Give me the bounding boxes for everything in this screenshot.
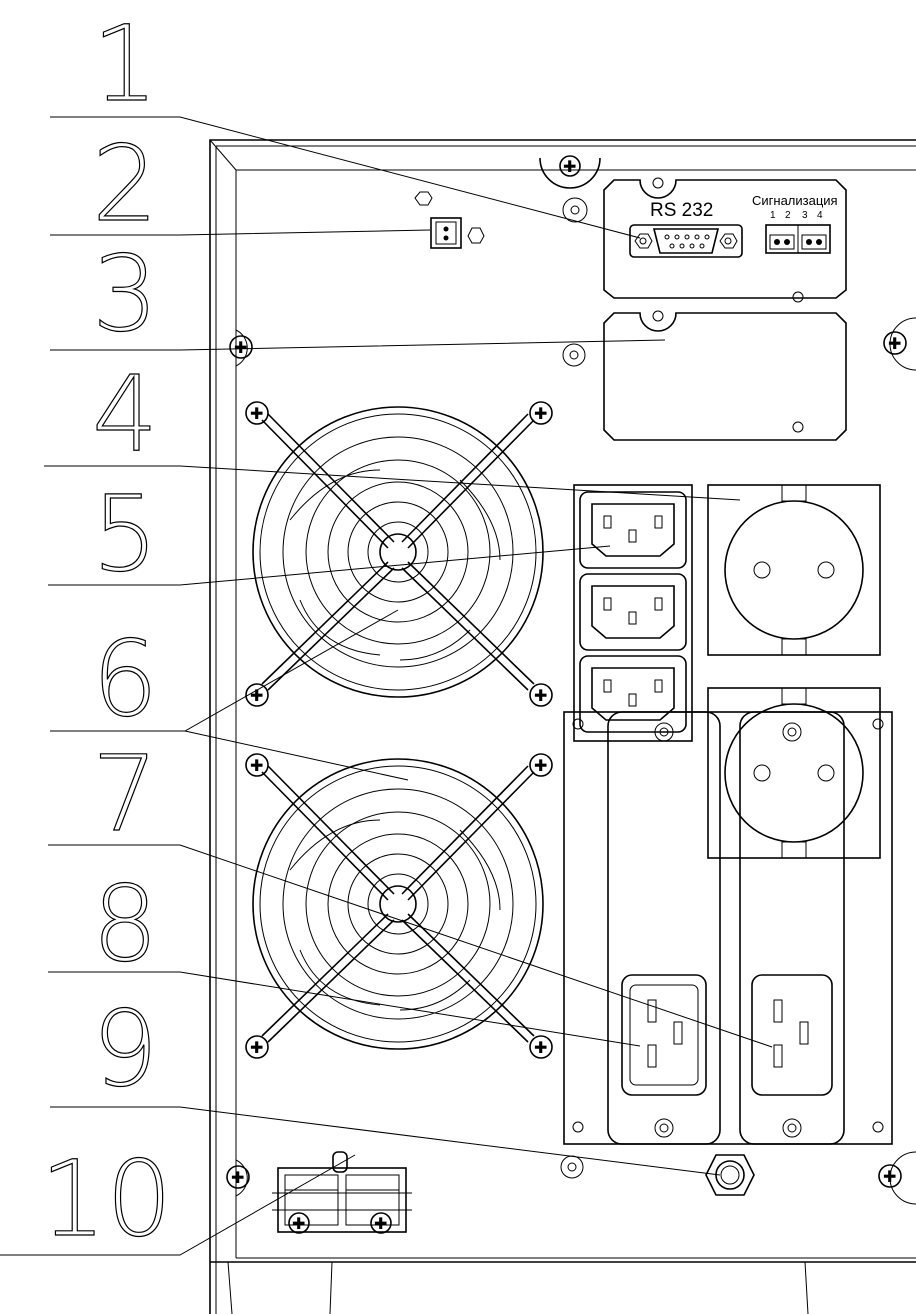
svg-text:✚: ✚ [250, 406, 263, 423]
svg-text:✚: ✚ [374, 1216, 387, 1233]
rs232-port[interactable] [629, 224, 743, 258]
callout-numbers: 1 2 3 4 5 6 7 8 9 10 [39, 2, 173, 1260]
svg-text:✚: ✚ [534, 688, 547, 705]
cooling-fan-top: ✚ ✚ ✚ ✚ [245, 401, 553, 707]
signal-pin-2: 2 [785, 210, 791, 221]
signal-pin-1: 1 [770, 210, 776, 221]
panel-screws: ✚ ✚ ✚ ✚ ✚ [226, 155, 916, 1205]
battery-terminal-connector [414, 191, 485, 249]
leader-2 [50, 229, 431, 236]
cooling-fan-bottom: ✚ ✚ ✚ ✚ [245, 753, 553, 1059]
callout-7: 7 [92, 733, 158, 855]
signal-label: Сигнализация [752, 193, 838, 208]
top-screw-icon: ✚ [563, 159, 576, 176]
svg-text:✚: ✚ [888, 336, 901, 353]
callout-1: 1 [92, 3, 158, 125]
leader-8 [48, 971, 641, 1047]
callout-3: 3 [92, 233, 158, 355]
iec-c19-c20-module [563, 711, 893, 1145]
svg-text:✚: ✚ [250, 1040, 263, 1057]
input-cable-gland[interactable] [705, 1154, 755, 1196]
callout-4: 4 [92, 353, 158, 475]
ups-chassis [209, 139, 916, 1314]
callout-6: 6 [92, 618, 158, 740]
communication-module: RS 232 Сигнализация 1 2 3 4 [603, 177, 847, 303]
callout-5: 5 [92, 473, 158, 595]
leader-lines [0, 116, 773, 1256]
signal-pin-3: 3 [802, 210, 808, 221]
svg-text:✚: ✚ [534, 758, 547, 775]
iec-c20-inlet[interactable] [607, 711, 721, 1145]
callout-2: 2 [92, 123, 158, 245]
iec-c19-outlet[interactable] [739, 711, 845, 1145]
leader-9 [50, 1106, 721, 1176]
leader-4 [44, 465, 741, 501]
leader-1 [50, 116, 641, 239]
svg-text:✚: ✚ [231, 1170, 244, 1187]
leader-5 [48, 545, 611, 586]
leader-10 [0, 1154, 356, 1256]
iec-c13-outlet[interactable] [579, 655, 687, 733]
rs232-label: RS 232 [650, 200, 713, 221]
schuko-outlet-top[interactable] [707, 484, 881, 656]
iec-c13-outlet[interactable] [579, 573, 687, 651]
callout-9: 9 [92, 988, 158, 1110]
callout-10: 10 [40, 1138, 172, 1260]
leader-7 [48, 844, 773, 1048]
svg-text:✚: ✚ [534, 1040, 547, 1057]
iec-c13-outlet-group [573, 484, 693, 742]
iec-c13-outlet[interactable] [579, 491, 687, 569]
external-battery-connector[interactable]: ✚ ✚ [272, 1151, 412, 1234]
svg-text:✚: ✚ [534, 406, 547, 423]
leader-3 [50, 339, 666, 351]
signal-terminal-block[interactable] [765, 224, 831, 254]
svg-text:✚: ✚ [292, 1216, 305, 1233]
svg-text:✚: ✚ [234, 340, 247, 357]
callout-8: 8 [92, 863, 158, 985]
svg-text:✚: ✚ [250, 758, 263, 775]
expansion-slot-cover [603, 310, 847, 441]
schuko-outlet-bottom[interactable] [707, 687, 881, 859]
svg-text:✚: ✚ [250, 688, 263, 705]
signal-pin-4: 4 [817, 210, 823, 221]
leader-6b [184, 730, 409, 781]
